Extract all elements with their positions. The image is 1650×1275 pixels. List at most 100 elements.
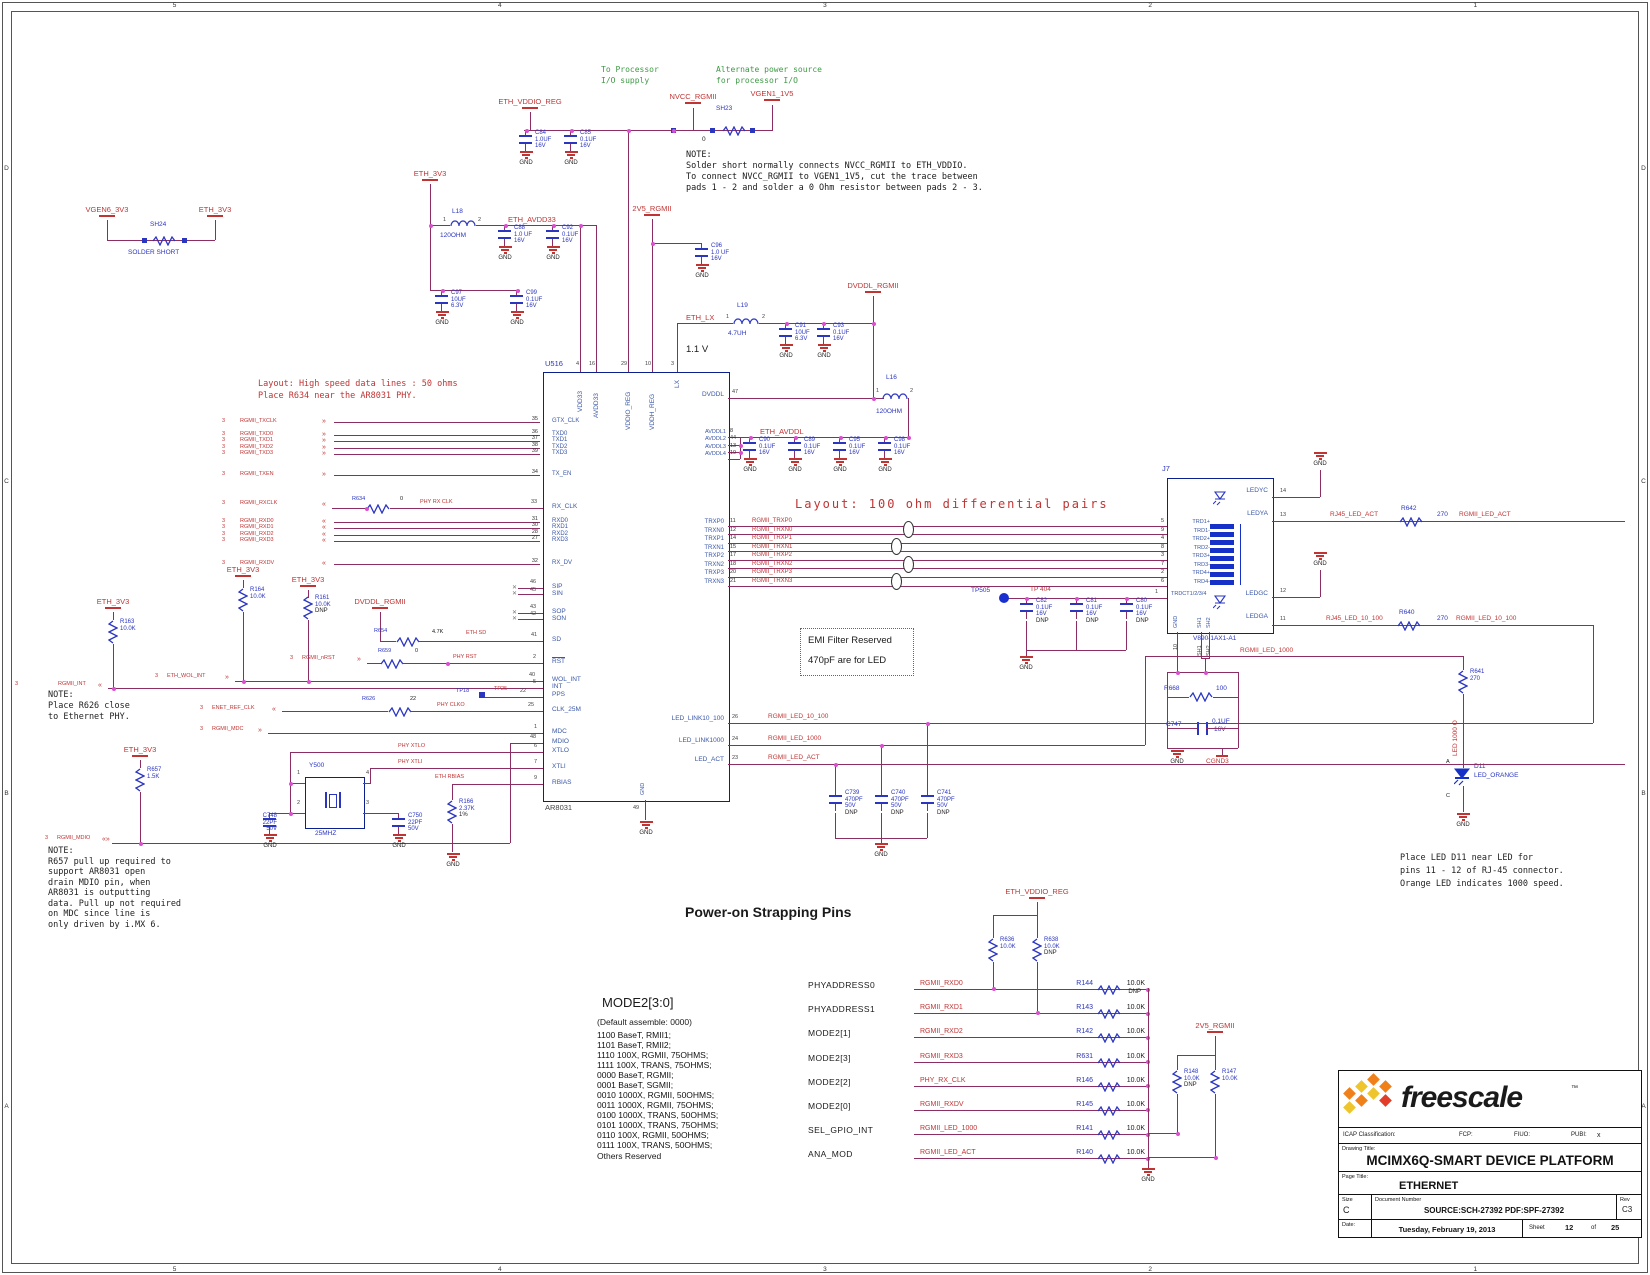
net-eth-3v3: ETH_3V3 [208, 566, 278, 577]
junction-dot [738, 450, 743, 455]
net-rj45-led-act: RJ45_LED_ACT [1330, 511, 1379, 518]
gnd-symbol: GND [637, 821, 655, 836]
wire [530, 112, 531, 130]
pin-number: 1 [726, 314, 730, 320]
wire [332, 508, 366, 509]
wire [524, 130, 773, 131]
led-cathode-label: C [1446, 793, 1450, 799]
pin-name-gnd: GND [640, 782, 646, 795]
pin-name: SOP [552, 608, 566, 615]
value-c747: 0.1UF [1212, 718, 1230, 725]
ref-d11: D11 [1474, 763, 1486, 770]
wire [363, 783, 371, 784]
junction-dot [1203, 670, 1208, 675]
pin-name: XTLI [552, 763, 566, 770]
note-line: for processor I/O [716, 76, 798, 85]
pin-name: RXD1 [552, 524, 569, 531]
testpoint-tp18 [479, 692, 485, 698]
pin-name-vddio-reg: VDDIO_REG [625, 391, 632, 430]
resistor-ref: R141 [1076, 1125, 1093, 1133]
wire [1126, 621, 1127, 650]
arrow-icon: » [357, 656, 361, 663]
wire [452, 824, 453, 852]
wire [108, 688, 543, 689]
sheet-label: Sheet [1529, 1225, 1545, 1231]
icap-label: ICAP Classification: [1343, 1132, 1396, 1138]
wire [140, 760, 141, 768]
note-line: NOTE: [686, 150, 712, 160]
mode-line: 0111 100X, TRANS, 50OHMS; [597, 1140, 713, 1150]
sheet-ref: 3 [222, 536, 226, 543]
wire [677, 323, 678, 372]
pin-number: 31 [531, 516, 538, 523]
signal-label: RGMII_LED_ACT [920, 1149, 976, 1157]
wire [402, 663, 543, 664]
value-r626: 22 [410, 696, 417, 702]
ref-tp404: TP 404 [1030, 586, 1051, 593]
pin-name: TRD3- [1193, 561, 1210, 568]
wire [993, 962, 994, 988]
pin-name: PPS [552, 691, 566, 698]
pin-name: SIN [552, 590, 563, 597]
zone-number: 3 [823, 2, 827, 9]
wire [914, 1134, 1149, 1136]
rev-value: C3 [1622, 1205, 1633, 1214]
pin-number: 1 [534, 724, 538, 730]
pin-name: TRD2- [1193, 544, 1210, 551]
wire [914, 1013, 1149, 1015]
pin-number: 36 [531, 429, 538, 436]
resistor-r659-symbol [380, 659, 404, 669]
resistor-symbol [1097, 1082, 1121, 1092]
value-l16: 120OHM [876, 408, 903, 415]
gnd-symbol: GND [872, 843, 890, 858]
junction-dot [793, 435, 798, 440]
wire [881, 745, 882, 790]
wire [728, 452, 740, 453]
junction-dot [428, 223, 433, 228]
gnd-symbol: GND [262, 834, 278, 849]
pin-number: 1 [297, 770, 301, 776]
junction-dot [1124, 596, 1129, 601]
pin-number: 3 [671, 361, 675, 367]
freescale-logo-diamond [1367, 1073, 1380, 1086]
wire [1145, 656, 1146, 745]
gnd-symbol: GND [832, 458, 848, 473]
zone-number: 4 [497, 1266, 502, 1273]
date-row: Date: Tuesday, February 19, 2013 Sheet 1… [1339, 1219, 1641, 1237]
arrow-icon [322, 471, 326, 478]
rj45-jack-icon [1210, 572, 1234, 577]
pin-number: 1 [1155, 589, 1159, 595]
pin-name-avdd33: AVDD33 [593, 393, 600, 418]
ref-r668: R668 [1164, 685, 1180, 692]
logo-row: freescale ™ [1339, 1071, 1641, 1127]
resistor-value: 10.0K [1126, 1028, 1145, 1036]
no-connect-icon: ✕ [512, 591, 518, 597]
pin-name-ledgc: LEDGC [1245, 590, 1268, 597]
ref-r642: R642 [1401, 505, 1417, 512]
net-eth-vddio-reg: ETH_VDDIO_REG [1000, 888, 1074, 899]
wire [908, 398, 909, 437]
wire [1463, 694, 1464, 768]
resistor-ref: R143 [1076, 1004, 1093, 1012]
gnd-symbol: GND [787, 458, 803, 473]
pin-name: TRXP2 [704, 553, 724, 560]
pin-number: 33 [531, 499, 538, 505]
signal-label: RGMII_LED_1000 [920, 1125, 978, 1133]
pin-number: 13 [730, 442, 737, 449]
junction-dot [1175, 1131, 1180, 1136]
junction-dot [991, 986, 996, 991]
ref-r654: R654 [374, 628, 388, 634]
junction-dot [364, 506, 369, 511]
pin-name: TRXN0 [704, 527, 724, 534]
pin-number: 37 [531, 435, 538, 442]
arrow-icon [322, 537, 326, 544]
doc-number-label: Document Number [1375, 1197, 1422, 1203]
